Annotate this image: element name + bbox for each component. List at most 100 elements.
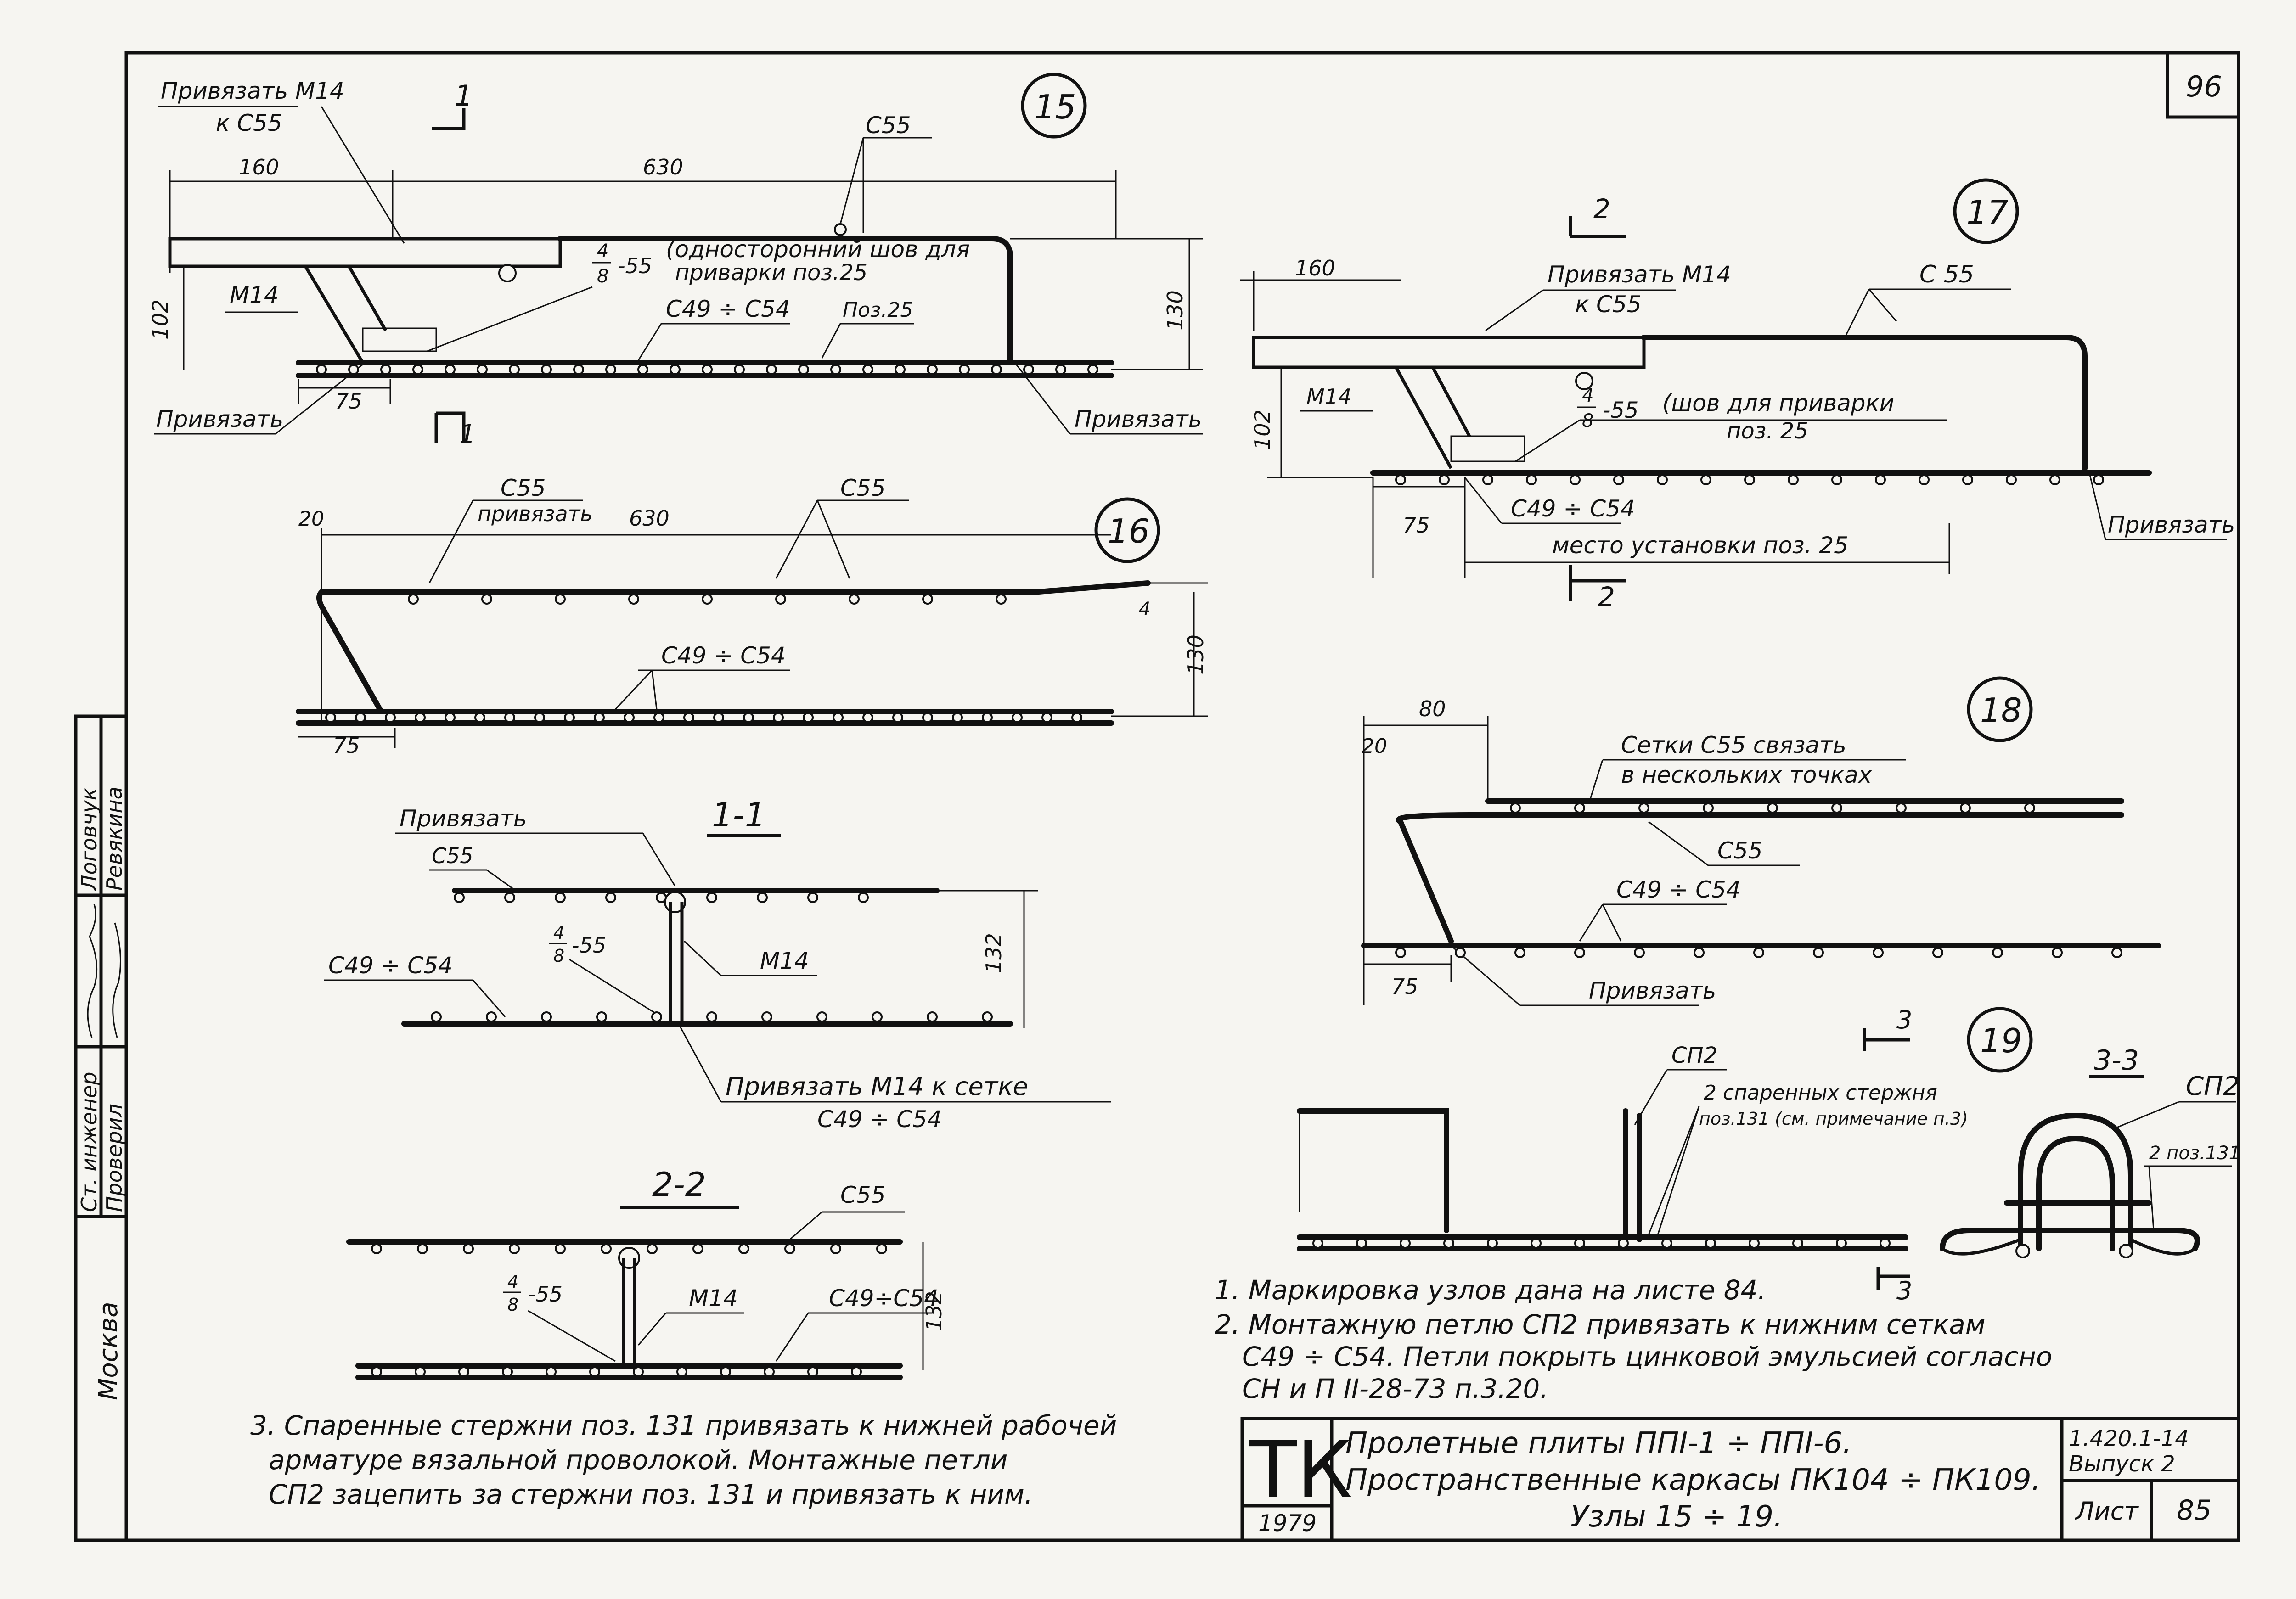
- mesh-rod-dot: [1932, 947, 1943, 958]
- section-1-1-title: 1-1: [712, 796, 766, 834]
- node-15-c55: С55: [866, 112, 911, 139]
- node-16-c55-tie: С55: [501, 475, 546, 501]
- mesh-rod-dot: [766, 364, 777, 375]
- mesh-rod-dot: [1531, 1238, 1542, 1249]
- section-3-3-title: 3-3: [2094, 1044, 2139, 1077]
- mesh-rod-dot: [1831, 474, 1842, 485]
- mesh-rod-dot: [1788, 474, 1799, 485]
- signature-1: [87, 904, 98, 1038]
- mesh-rod-dot: [1526, 474, 1537, 485]
- mesh-rod-dot: [541, 364, 552, 375]
- mesh-rod-dot: [922, 594, 933, 605]
- node-19-paired-2: поз.131 (см. примечание п.3): [1699, 1109, 1968, 1129]
- mesh-rod-dot: [851, 1366, 862, 1377]
- mesh-rod-dot: [1514, 947, 1525, 958]
- stamp-city: Москва: [94, 1302, 124, 1400]
- mesh-rod-dot: [816, 1011, 827, 1022]
- mesh-rod-dot: [1657, 474, 1668, 485]
- mesh-rod-dot: [1574, 947, 1585, 958]
- stamp-role-2: Проверил: [102, 1104, 127, 1212]
- node-17-tie-1: Привязать М14: [1548, 261, 1731, 288]
- section-1-1-tie-bottom-1: Привязать М14 к сетке: [726, 1072, 1028, 1101]
- mesh-rod-dot: [454, 892, 465, 903]
- section-2-2-c55: С55: [840, 1182, 886, 1208]
- mesh-rod-dot: [2024, 802, 2035, 814]
- title-line-3: Узлы 15 ÷ 19.: [1570, 1500, 1783, 1534]
- node-18-note-2: в нескольких точках: [1621, 762, 1872, 788]
- mesh-rod-dot: [927, 364, 938, 375]
- mesh-rod-dot: [1792, 1238, 1803, 1249]
- node-16-dim-630: 630: [629, 506, 670, 531]
- mesh-rod-dot: [959, 364, 970, 375]
- mesh-rod-dot: [1312, 1238, 1323, 1249]
- mesh-rod-dot: [775, 594, 786, 605]
- mesh-rod-dot: [858, 892, 869, 903]
- node-15-dim-75: 75: [335, 389, 362, 414]
- mesh-rod-dot: [380, 364, 391, 375]
- title-sheet-label: Лист: [2075, 1497, 2139, 1526]
- node-16-tie: привязать: [478, 501, 593, 526]
- stamp-role-1: Ст. инженер: [77, 1072, 101, 1212]
- mesh-rod-dot: [798, 364, 809, 375]
- node-18-note-1: Сетки С55 связать: [1621, 732, 1846, 758]
- mesh-rod-dot: [1705, 1238, 1716, 1249]
- title-block: ТК 1979 Пролетные плиты ППI-1 ÷ ППI-6. П…: [1240, 1417, 2240, 1542]
- node-16-number: 16: [1108, 512, 1150, 550]
- node-17-tie-right: Привязать: [2108, 511, 2235, 538]
- mesh-rod-dot: [2006, 474, 2017, 485]
- mesh-rod-dot: [555, 1243, 566, 1254]
- mesh-rod-dot: [927, 1011, 938, 1022]
- mesh-rod-dot: [1482, 474, 1493, 485]
- notes: 1. Маркировка узлов дана на листе 84. 2.…: [1215, 1274, 2052, 1404]
- mesh-rod-dot: [412, 364, 423, 375]
- mesh-rod-dot: [807, 892, 818, 903]
- mesh-rod-dot: [1574, 802, 1585, 814]
- node-15-weld-b: 8: [597, 266, 608, 287]
- sheet-number: 96: [2186, 70, 2222, 103]
- mesh-rod-dot: [1875, 474, 1886, 485]
- mesh-rod-dot: [1443, 1238, 1454, 1249]
- mesh-rod-dot: [1753, 947, 1764, 958]
- node-16-dim-75: 75: [333, 733, 360, 758]
- mesh-rod-dot: [2052, 947, 2063, 958]
- mesh-rod-dot: [1356, 1238, 1367, 1249]
- node-16-c49: С49 ÷ С54: [661, 642, 786, 669]
- mesh-rod-dot: [713, 712, 724, 723]
- mesh-rod-dot: [1439, 474, 1450, 485]
- section-3-3-poz: 2 поз.131: [2149, 1143, 2240, 1164]
- mesh-rod-dot: [555, 594, 566, 605]
- title-line-2: Пространственные каркасы ПК104 ÷ ПК109.: [1345, 1463, 2041, 1497]
- mesh-rod-dot: [692, 1243, 703, 1254]
- node-16-dim-130: 130: [1183, 634, 1208, 675]
- mesh-rod-dot: [803, 712, 814, 723]
- mesh-rod-dot: [596, 1011, 607, 1022]
- node-15-weld-text-2: приварки поз.25: [675, 260, 867, 286]
- mesh-rod-dot: [895, 364, 906, 375]
- mesh-rod-dot: [504, 892, 515, 903]
- section-2-2: 2-2 С55 4 8 -55 М14 С49÷С54 132: [346, 1165, 946, 1380]
- mesh-rod-dot: [1087, 364, 1098, 375]
- node-19-section-mark: 3: [1896, 1005, 1912, 1034]
- mesh-rod-dot: [647, 1243, 658, 1254]
- note-2-cont: С49 ÷ С54. Петли покрыть цинковой эмульс…: [1242, 1341, 2052, 1372]
- mesh-rod-dot: [734, 364, 745, 375]
- mesh-rod-dot: [564, 712, 575, 723]
- mesh-rod-dot: [833, 712, 844, 723]
- node-19-section-mark-b: 3: [1896, 1276, 1912, 1305]
- mesh-rod-dot: [605, 892, 616, 903]
- node-15-number: 15: [1034, 88, 1076, 126]
- mesh-rod-dot: [784, 1243, 795, 1254]
- node-17-dim-75: 75: [1403, 513, 1430, 538]
- mesh-rod-dot: [2111, 947, 2122, 958]
- mesh-rod-dot: [1041, 712, 1052, 723]
- node-16-circle: [1094, 497, 1160, 563]
- node-15-dim-160: 160: [239, 155, 279, 180]
- mesh-rod-dot: [415, 712, 426, 723]
- mesh-rod-dot: [504, 712, 515, 723]
- mesh-rod-dot: [628, 594, 639, 605]
- mesh-rod-dot: [764, 1366, 775, 1377]
- mesh-rod-dot: [982, 1011, 993, 1022]
- node-17-number: 17: [1966, 193, 2009, 232]
- node-18-tie: Привязать: [1589, 977, 1716, 1004]
- mesh-rod-dot: [477, 364, 488, 375]
